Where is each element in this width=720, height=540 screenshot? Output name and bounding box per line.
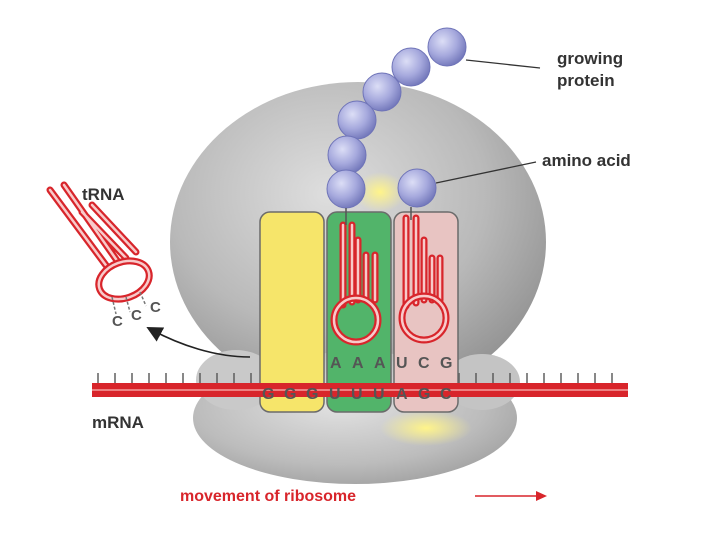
label-mrna: mRNA [92,413,144,432]
site-e-yellow [259,211,325,413]
amino-acid-bead [427,27,467,67]
exit-arrow [146,326,251,358]
glow-top [354,172,406,212]
mrna-base-4: U [329,386,341,403]
amino-acid-bead [326,169,366,209]
anticodon-pink-2: C [418,355,430,372]
exiting-trna-base-2: C [131,307,142,324]
anticodon-green-3: A [374,355,386,372]
mrna-base-9: C [440,386,452,403]
amino-acid-bead [362,72,402,112]
growing-protein-pointer [465,59,541,69]
mrna-base-3: G [306,386,318,403]
mrna-base-7: A [396,386,408,403]
exiting-trna-base-3: C [150,299,161,316]
glow-bottom [380,410,472,446]
trna-a-site [398,214,450,344]
amino-acid-bead [327,135,367,175]
amino-acid-bead [391,47,431,87]
mrna-base-5: U [351,386,363,403]
mrna-base-1: G [262,386,274,403]
mrna-base-8: G [418,386,430,403]
exiting-trna [46,181,153,315]
label-trna: tRNA [82,185,125,204]
mrna-ticks [97,373,613,384]
amino-acid-bead [337,100,377,140]
mrna-base-2: G [284,386,296,403]
label-amino-acid: amino acid [542,151,631,170]
mrna-base-6: U [373,386,385,403]
trna-p-site [330,221,382,346]
label-growing-protein-2: protein [557,71,615,90]
amino-acid-pointer [435,161,537,184]
exiting-trna-base-1: C [112,313,123,330]
caption-arrow-head [536,491,547,501]
anticodon-green-1: A [330,355,342,372]
caption-movement-of-ribosome: movement of ribosome [180,488,356,505]
incoming-amino-acid [397,168,437,208]
anticodon-pink-3: G [440,355,452,372]
anticodon-green-2: A [352,355,364,372]
anticodon-pink-1: U [396,355,408,372]
growing-protein-chain [326,27,467,209]
label-growing-protein-1: growing [557,49,623,68]
